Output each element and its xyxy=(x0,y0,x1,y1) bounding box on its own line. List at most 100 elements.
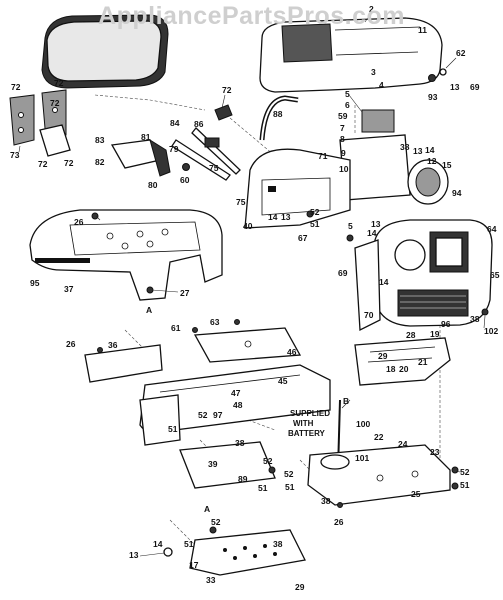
label-26a: 26 xyxy=(74,217,84,227)
label-95: 95 xyxy=(30,278,40,288)
label-45: 45 xyxy=(278,376,288,386)
label-59: 59 xyxy=(338,111,348,121)
label-51e: 51 xyxy=(460,480,470,490)
label-101: 101 xyxy=(355,453,369,463)
label-11: 11 xyxy=(418,25,427,35)
label-89: 89 xyxy=(238,474,248,484)
lift-handle xyxy=(259,95,299,141)
label-3: 3 xyxy=(371,67,376,77)
label-80: 80 xyxy=(148,180,158,190)
label-27: 27 xyxy=(180,288,190,298)
label-72b: 72 xyxy=(54,78,64,88)
label-20: 20 xyxy=(399,364,409,374)
label-61: 61 xyxy=(171,323,181,333)
battery-area xyxy=(339,109,411,201)
label-82: 82 xyxy=(95,157,105,167)
label-A2: A xyxy=(204,504,210,514)
label-60: 60 xyxy=(180,175,190,185)
label-37: 37 xyxy=(64,284,74,294)
label-29b: 29 xyxy=(295,582,305,592)
label-52f: 52 xyxy=(211,517,221,527)
label-97: 97 xyxy=(213,410,223,420)
label-38a: 38 xyxy=(400,142,410,152)
seat-bracket-left xyxy=(9,94,35,146)
label-47: 47 xyxy=(231,388,241,398)
label-73: 73 xyxy=(10,150,20,160)
label-13c: 13 xyxy=(281,212,291,222)
label-69b: 69 xyxy=(338,268,348,278)
label-8: 8 xyxy=(340,134,345,144)
label-9: 9 xyxy=(341,148,346,158)
label-52e: 52 xyxy=(460,467,470,477)
label-71: 71 xyxy=(318,151,328,161)
label-96: 96 xyxy=(441,319,451,329)
label-48: 48 xyxy=(233,400,243,410)
label-26c: 26 xyxy=(334,517,344,527)
front-grille xyxy=(374,219,493,327)
label-84: 84 xyxy=(170,118,180,128)
label-18: 18 xyxy=(386,364,396,374)
label-5a: 5 xyxy=(345,89,350,99)
label-4: 4 xyxy=(379,80,384,90)
hardware-bolts xyxy=(91,68,489,557)
label-52b: 52 xyxy=(198,410,208,420)
label-2: 2 xyxy=(369,4,374,14)
label-25: 25 xyxy=(411,489,421,499)
label-94: 94 xyxy=(452,188,462,198)
label-13e: 13 xyxy=(129,550,139,560)
label-A1: A xyxy=(146,305,152,315)
control-levers xyxy=(171,104,241,181)
floor-plate xyxy=(193,327,302,363)
label-13a: 13 xyxy=(450,82,460,92)
label-10: 10 xyxy=(339,164,349,174)
grille-mesh xyxy=(400,295,466,309)
label-51f: 51 xyxy=(184,539,194,549)
footrest-bottom xyxy=(189,529,306,576)
label-51c: 51 xyxy=(258,483,268,493)
label-72a: 72 xyxy=(11,82,21,92)
label-17: 17 xyxy=(189,560,199,570)
callout-labels: 2 11 62 3 4 93 13 69 5 6 59 7 8 9 10 38 … xyxy=(10,4,500,592)
label-52a: 52 xyxy=(310,207,320,217)
label-72c: 72 xyxy=(50,98,60,108)
label-52c: 52 xyxy=(263,456,273,466)
battery-note-line1: SUPPLIED xyxy=(290,409,330,418)
label-38d: 38 xyxy=(321,496,331,506)
label-7: 7 xyxy=(340,123,345,133)
label-72d: 72 xyxy=(38,159,48,169)
label-15: 15 xyxy=(442,160,452,170)
label-29a: 29 xyxy=(378,351,388,361)
label-12: 12 xyxy=(427,156,437,166)
label-93: 93 xyxy=(428,92,438,102)
label-23: 23 xyxy=(430,447,440,457)
label-21: 21 xyxy=(418,357,428,367)
label-72f: 72 xyxy=(222,85,232,95)
seat xyxy=(41,14,169,89)
label-5b: 5 xyxy=(348,221,353,231)
label-36: 36 xyxy=(108,340,118,350)
label-14b: 14 xyxy=(268,212,278,222)
label-79: 79 xyxy=(169,144,179,154)
rear-fender xyxy=(29,209,223,301)
label-40: 40 xyxy=(243,221,253,231)
leader-lines xyxy=(18,12,486,557)
battery-note-line2: WITH xyxy=(293,419,314,428)
label-28: 28 xyxy=(406,330,416,340)
hood xyxy=(259,17,443,93)
label-72e: 72 xyxy=(64,158,74,168)
label-100: 100 xyxy=(356,419,370,429)
label-52d: 52 xyxy=(284,469,294,479)
label-14d: 14 xyxy=(379,277,389,287)
label-13b: 13 xyxy=(413,146,423,156)
dash-panel xyxy=(244,148,351,229)
label-6: 6 xyxy=(345,100,350,110)
label-75b: 75 xyxy=(236,197,246,207)
label-38c: 38 xyxy=(235,438,245,448)
middle-plate xyxy=(179,441,276,489)
label-39: 39 xyxy=(208,459,218,469)
headlight-assembly xyxy=(407,159,449,205)
label-63: 63 xyxy=(210,317,220,327)
label-33: 33 xyxy=(206,575,216,585)
label-46: 46 xyxy=(287,347,297,357)
label-38b: 38 xyxy=(470,314,480,324)
